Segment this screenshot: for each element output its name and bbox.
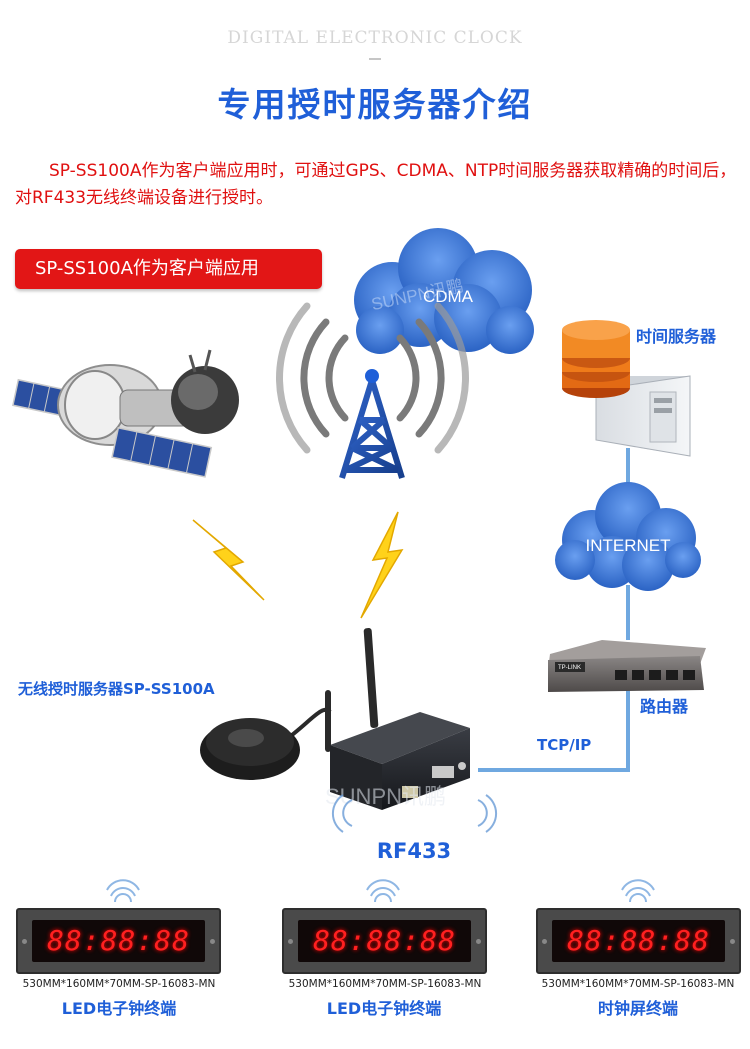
terminal-model-1: 530MM*160MM*70MM-SP-16083-MN	[22, 978, 216, 990]
lightning-icon-left	[192, 519, 265, 601]
led-screen: 88:88:88	[298, 920, 471, 962]
led-digits: 88:88:88	[567, 924, 710, 957]
led-screen: 88:88:88	[32, 920, 205, 962]
screw-dot	[476, 939, 481, 944]
terminal-label-1: LED电子钟终端	[61, 999, 177, 1018]
header-divider	[369, 58, 381, 60]
router-brand: TP-LINK	[558, 665, 581, 671]
internet-label: INTERNET	[586, 536, 671, 555]
terminal-model-2: 530MM*160MM*70MM-SP-16083-MN	[288, 978, 482, 990]
time-server-device-icon	[325, 628, 470, 810]
led-clock-terminal-1: 88:88:88	[16, 908, 221, 974]
radio-tower-icon	[276, 302, 469, 479]
led-clock-terminal-2: 88:88:88	[282, 908, 487, 974]
terminal-label-2: LED电子钟终端	[326, 999, 442, 1018]
cdma-label: CDMA	[423, 287, 474, 306]
led-digits: 88:88:88	[47, 924, 190, 957]
time-server-label: 时间服务器	[636, 327, 717, 346]
clock-screen-terminal-3: 88:88:88	[536, 908, 741, 974]
terminal-label-3: 时钟屏终端	[597, 999, 678, 1018]
time-server-icon	[562, 320, 691, 457]
screw-dot	[210, 939, 215, 944]
led-screen: 88:88:88	[552, 920, 725, 962]
wifi-icon-2	[366, 879, 400, 903]
wifi-icon-1	[106, 879, 140, 903]
device-label: 无线授时服务器SP-SS100A	[17, 680, 215, 698]
led-digits: 88:88:88	[313, 924, 456, 957]
intro-paragraph: SP-SS100A作为客户端应用时，可通过GPS、CDMA、NTP时间服务器获取…	[15, 161, 737, 208]
page-title: 专用授时服务器介绍	[217, 85, 533, 124]
tcp-ip-label: TCP/IP	[537, 736, 591, 754]
screw-dot	[22, 939, 27, 944]
rf433-label: RF433	[377, 839, 451, 863]
screw-dot	[542, 939, 547, 944]
mode-badge: SP-SS100A作为客户端应用	[15, 249, 322, 289]
wifi-icon-3	[621, 879, 655, 903]
english-header: DIGITAL ELECTRONIC CLOCK	[227, 28, 523, 48]
screw-dot	[288, 939, 293, 944]
internet-cloud	[555, 482, 701, 591]
router-label: 路由器	[640, 697, 689, 716]
lightning-icon-right	[360, 511, 404, 619]
gps-antenna-icon	[200, 707, 332, 780]
screw-dot	[730, 939, 735, 944]
device-wave-icons	[331, 794, 498, 833]
watermark-device: SUNPN讯鹏	[325, 784, 446, 809]
terminal-model-3: 530MM*160MM*70MM-SP-16083-MN	[541, 978, 735, 990]
cdma-cloud	[354, 228, 534, 354]
satellite-icon	[12, 349, 239, 478]
router-icon	[548, 640, 706, 692]
